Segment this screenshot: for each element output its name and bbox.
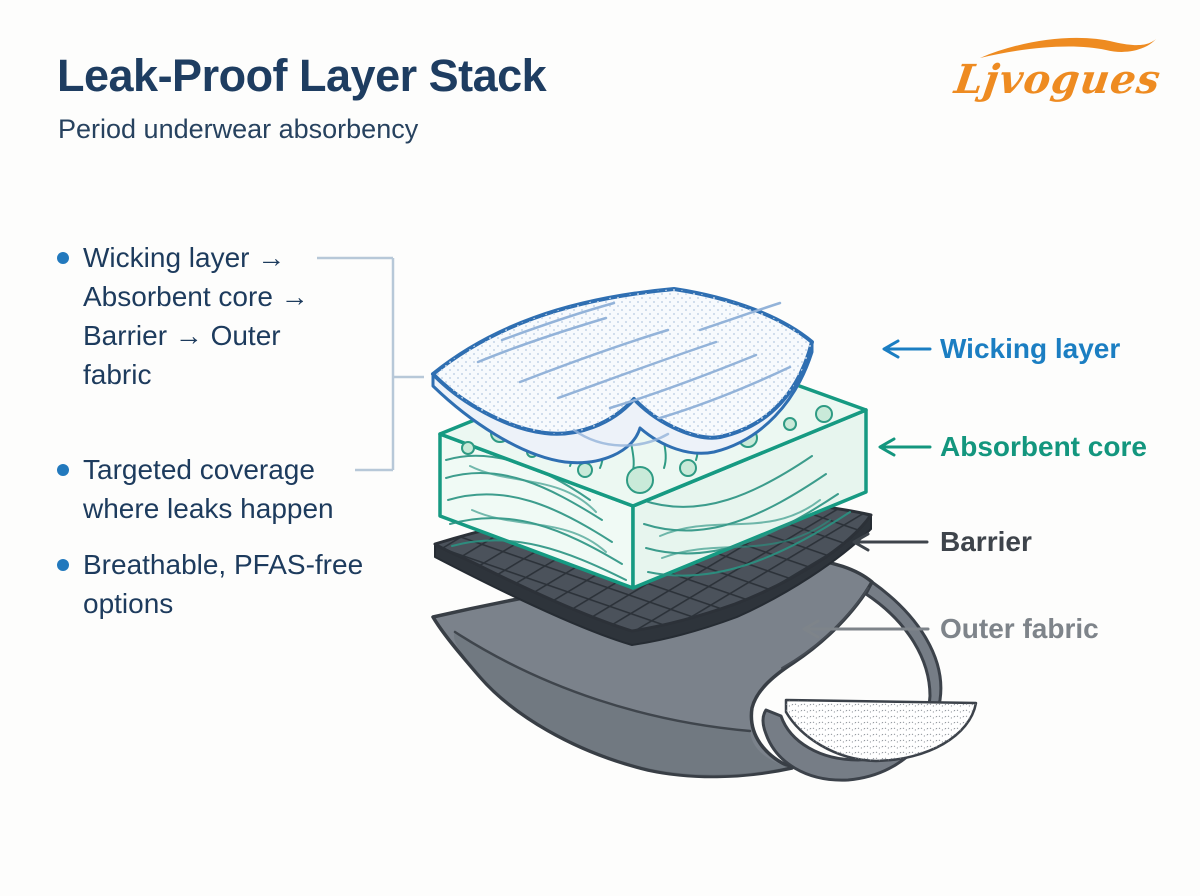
absorbent-core-arrow — [878, 437, 932, 457]
list-item: Wicking layer → Absorbent core → Barrier… — [57, 238, 387, 394]
page-subtitle: Period underwear absorbency — [58, 114, 419, 144]
brand-swoosh-icon — [980, 37, 1156, 58]
wicking-layer-art — [431, 287, 814, 465]
wicking-arrow — [882, 339, 932, 359]
label-outer-fabric: Outer fabric — [940, 613, 1099, 644]
outer-fabric-art — [431, 557, 978, 782]
bullet-text: Breathable, PFAS-free options — [83, 549, 364, 619]
label-barrier: Barrier — [940, 526, 1032, 557]
list-item: Breathable, PFAS-free options — [57, 545, 387, 623]
bullet-dot-icon — [57, 559, 69, 571]
list-item: Targeted coverage where leaks happen — [57, 450, 387, 528]
label-absorbent-core: Absorbent core — [940, 431, 1147, 462]
bracket-connector — [317, 256, 424, 472]
label-wicking-layer: Wicking layer — [940, 333, 1121, 364]
outer-fabric-arrow — [802, 619, 930, 639]
bullet-text: Wicking layer → Absorbent core → Barrier… — [83, 242, 309, 390]
barrier-arrow — [852, 532, 929, 552]
brand-logo: Ljvogues — [950, 34, 1165, 106]
page-title: Leak-Proof Layer Stack — [57, 50, 547, 101]
bullet-dot-icon — [57, 464, 69, 476]
bullet-dot-icon — [57, 252, 69, 264]
bullet-text: Targeted coverage where leaks happen — [83, 454, 334, 524]
